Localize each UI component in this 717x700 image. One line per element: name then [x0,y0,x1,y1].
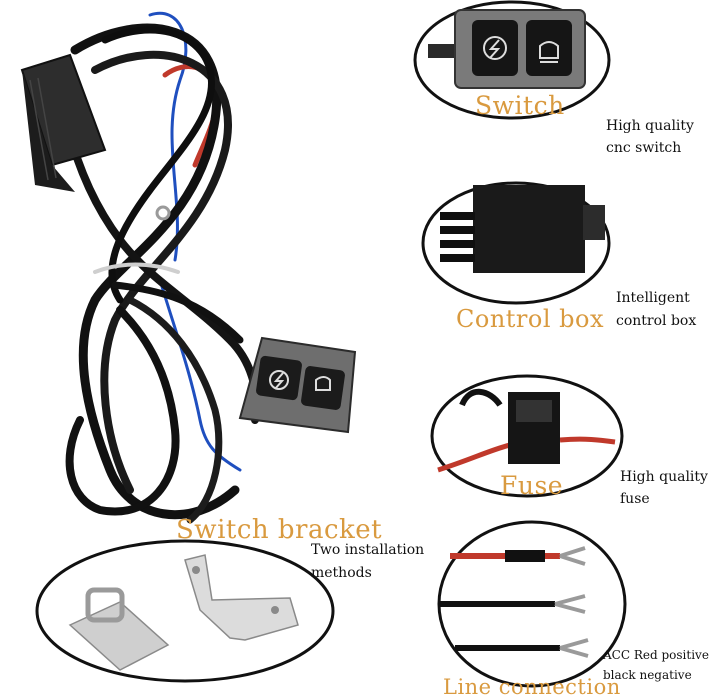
line-connection-desc-line1: ACC Red positive [603,648,709,662]
line-connection-desc-line2: black negative [603,668,692,682]
switch-callout [413,0,611,120]
switch-title: Switch [475,91,565,120]
bracket-desc-line2: methods [311,565,372,581]
wiring-harness-photo [56,11,261,524]
fuse-desc-line1: High quality [620,469,708,485]
control-box-photo [20,53,107,192]
control-box-title: Control box [456,305,604,333]
control-box-desc-line1: Intelligent [616,290,690,306]
bracket-callout [35,539,335,683]
control-box-desc-line2: control box [616,313,697,329]
switch-photo [238,336,357,434]
switch-desc-line2: cnc switch [606,140,682,156]
line-connection-title: Line connection [443,675,621,699]
bracket-desc-line1: Two installation [311,542,425,558]
control-box-callout [421,181,611,305]
fuse-title: Fuse [500,471,564,500]
fuse-desc-line2: fuse [620,491,650,507]
switch-desc-line1: High quality [606,118,694,134]
bracket-title: Switch bracket [176,515,383,545]
line-connection-callout [437,520,627,688]
fuse-callout [430,374,624,498]
